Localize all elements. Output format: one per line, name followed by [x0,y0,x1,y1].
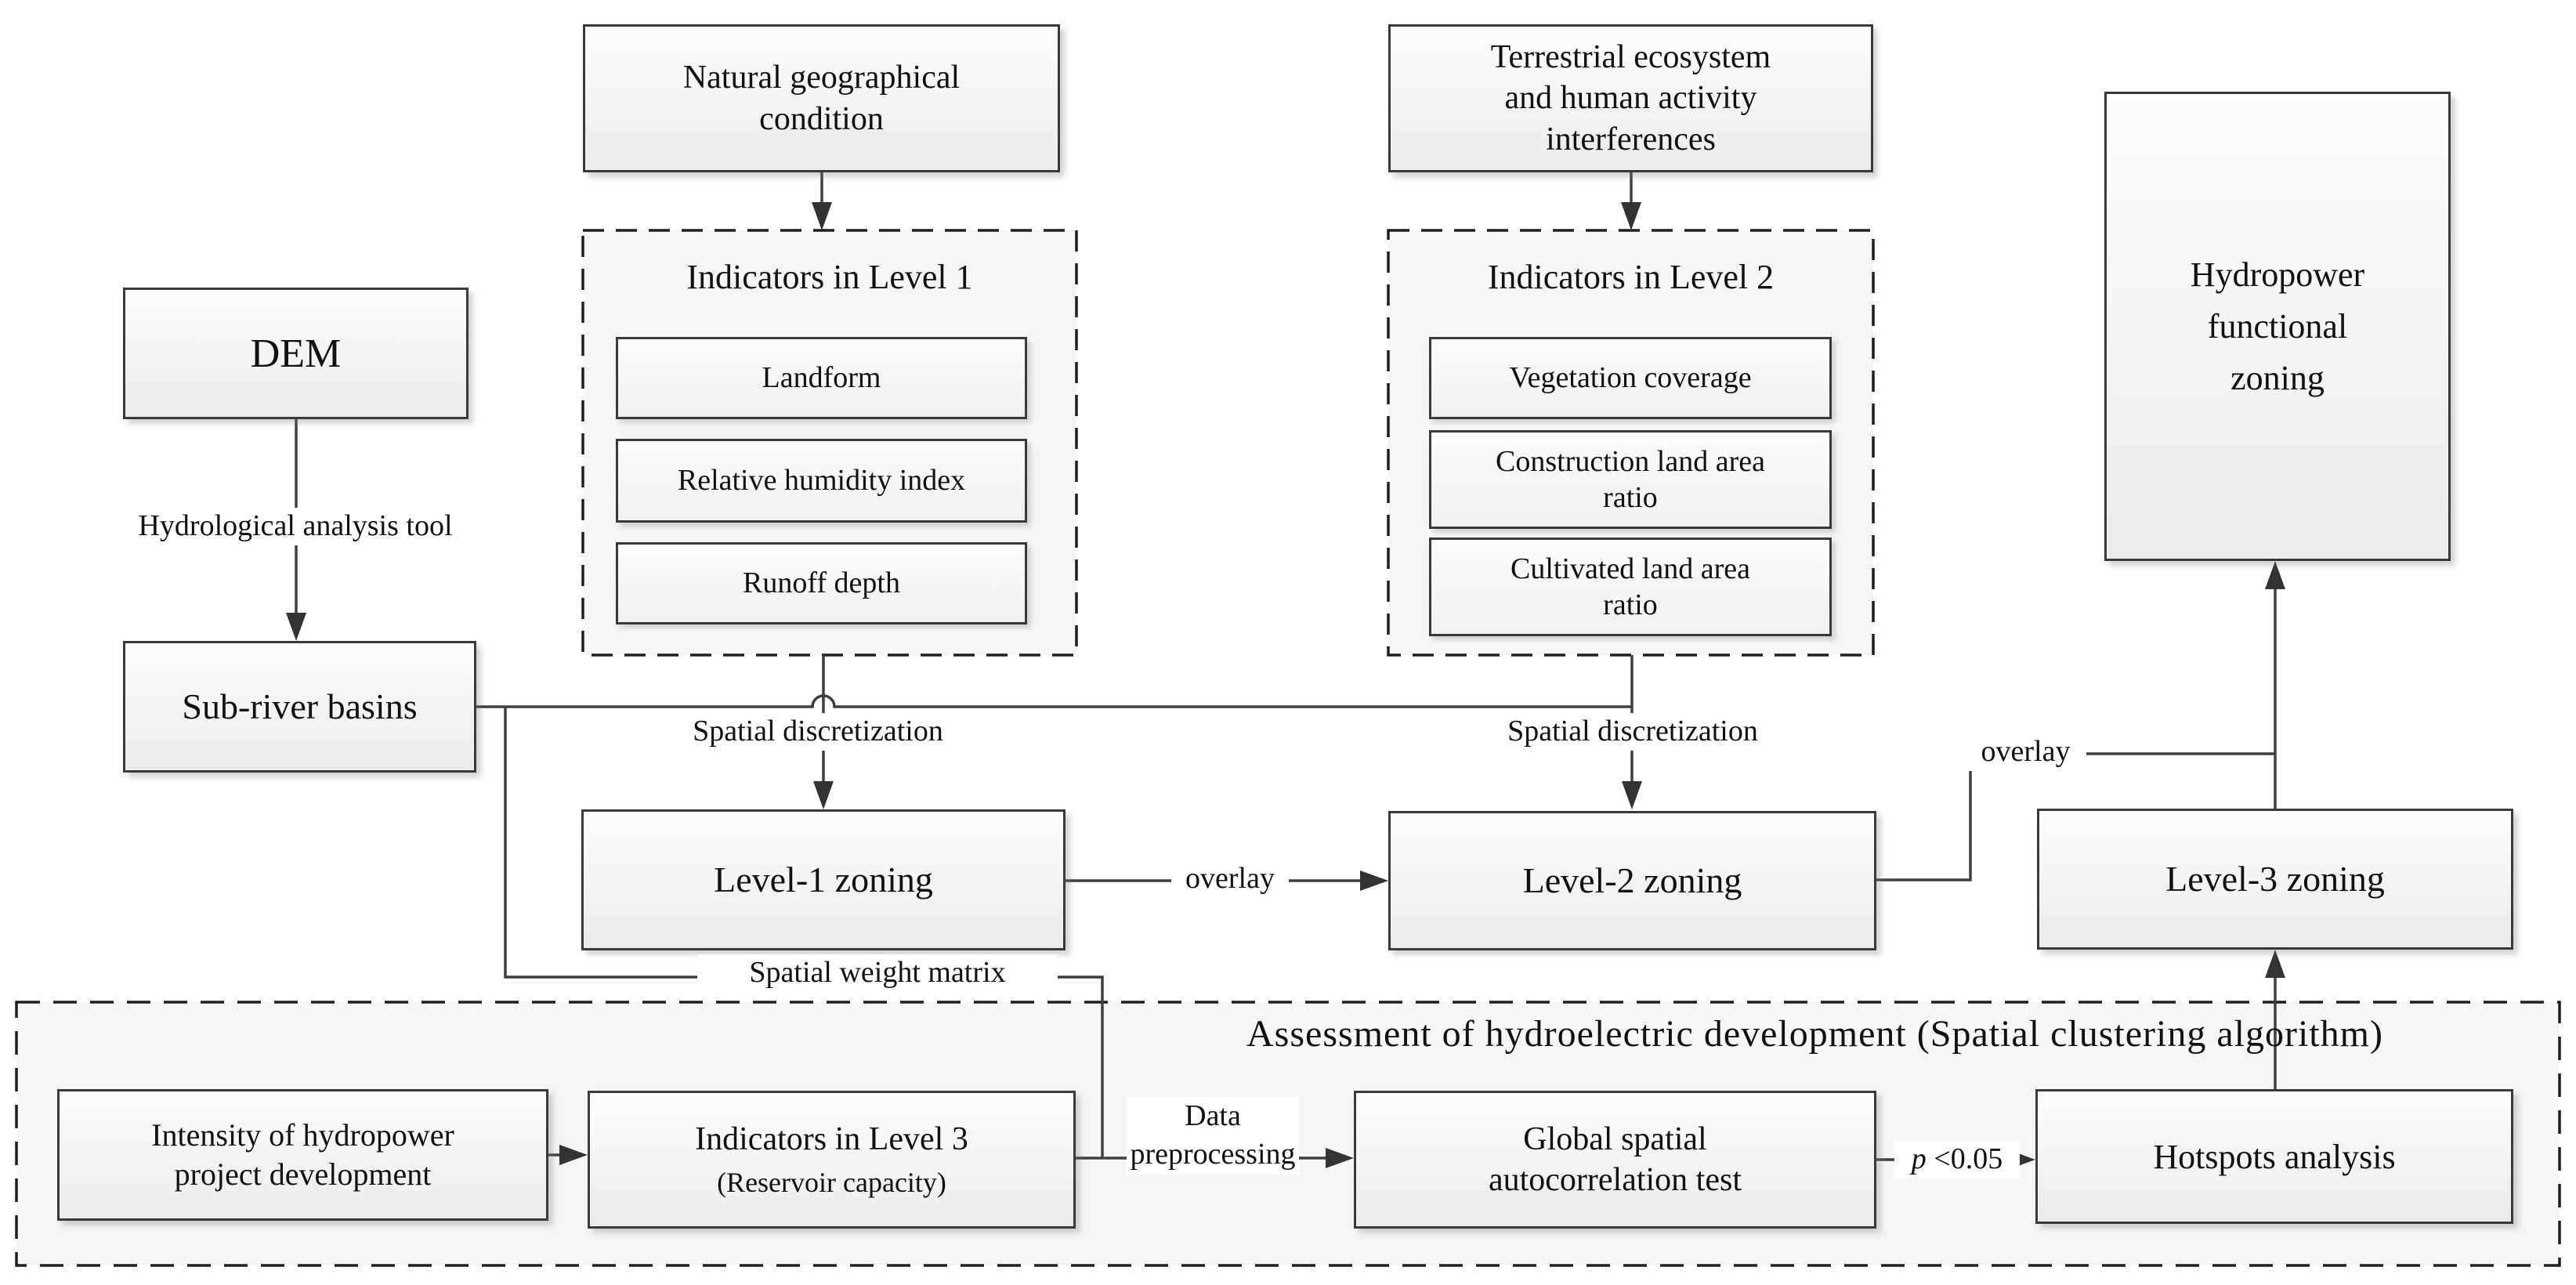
indicator-label: Landform [762,361,881,395]
node-label: Sub-river basins [182,686,418,727]
arrowhead-down-level2 [1621,202,1641,230]
edge-label-p-value: p <0.05 [1894,1141,2020,1178]
edge-label-overlay-2: overlay [1965,733,2086,771]
node-label: Level-1 zoning [714,860,933,900]
indicator-label: ratio [1603,588,1658,621]
node-label: Level-2 zoning [1522,860,1742,901]
node-label: Indicators in Level 3 [695,1121,968,1158]
indicator-label: Vegetation coverage [1509,361,1752,395]
edge-label-spatial-weight-matrix: Spatial weight matrix [697,954,1058,992]
node-label: Natural geographical [682,60,961,96]
edge-subriver-spatial-discretization [469,694,1632,708]
indicator-landform: Landform [616,337,1027,419]
node-global-spatial-autocorrelation-test: Global spatial autocorrelation test [1354,1091,1876,1229]
node-label: autocorrelation test [1488,1162,1742,1198]
node-label: Hotspots analysis [2153,1137,2396,1176]
edge-label-spatial-discretization-2: Spatial discretization [1462,713,1804,751]
node-hotspots-analysis: Hotspots analysis [2035,1089,2513,1224]
arrowhead-down-zoning2 [1622,781,1642,809]
indicator-label: Cultivated land area [1511,552,1750,585]
edge-label-hydrological-analysis-tool: Hydrological analysis tool [76,508,515,545]
node-level3-indicators: Indicators in Level 3 (Reservoir capacit… [588,1091,1076,1229]
assessment-section-header: Assessment of hydroelectric development … [1246,1013,2383,1055]
node-label: Global spatial [1523,1120,1707,1157]
indicator-label: Relative humidity index [677,464,966,498]
node-label: Intensity of hydropower [151,1117,454,1153]
node-hydropower-functional-zoning: Hydropower functional zoning [2104,92,2451,561]
node-dem: DEM [123,288,469,419]
node-level1-zoning: Level-1 zoning [581,809,1065,950]
arrowhead-right-global [1326,1148,1354,1168]
node-label: DEM [250,331,342,376]
indicator-label: Construction land area [1495,444,1765,478]
p-symbol: p [1911,1142,1927,1175]
node-label: interferences [1546,121,1716,157]
node-label: and human activity [1504,80,1757,117]
indicator-vegetation-coverage: Vegetation coverage [1429,337,1832,419]
edge-label-overlay-1: overlay [1171,860,1289,898]
indicators-level2-title: Indicators in Level 2 [1487,258,1775,296]
indicator-cultivated-land-area-ratio: Cultivated land area ratio [1429,538,1832,636]
node-label: condition [759,100,884,137]
node-terrestrial-ecosystem: Terrestrial ecosystem and human activity… [1388,24,1873,172]
indicator-runoff-depth: Runoff depth [616,542,1027,624]
arrowhead-down-zoning1 [813,781,834,809]
node-natural-geographical-condition: Natural geographical condition [583,24,1060,172]
node-sublabel: (Reservoir capacity) [717,1166,946,1198]
node-sub-river-basins: Sub-river basins [123,641,476,773]
indicator-label: Runoff depth [743,566,900,600]
node-label: functional [2207,306,2348,346]
arrowhead-right-level3indicators [559,1145,588,1165]
indicators-level1-title: Indicators in Level 1 [686,258,973,296]
arrowhead-down-subriver [286,613,306,641]
arrowhead-up-hfz [2265,561,2285,589]
arrowhead-down-level1 [812,202,832,230]
node-level3-zoning: Level-3 zoning [2037,809,2513,950]
edge-label-spatial-discretization-1: Spatial discretization [647,713,989,751]
edge-label-data-preprocessing: Data preprocessing [1127,1097,1299,1175]
node-label: project development [174,1156,432,1192]
edge-zoning2-overlay-zoning3 [1876,752,2275,881]
arrowhead-up-zoning3 [2265,950,2285,978]
indicator-construction-land-area-ratio: Construction land area ratio [1429,430,1832,529]
indicator-label: ratio [1603,481,1658,514]
node-level2-zoning: Level-2 zoning [1388,811,1876,950]
node-label: Level-3 zoning [2165,859,2385,900]
node-intensity-hydropower-development: Intensity of hydropower project developm… [57,1089,548,1221]
indicator-relative-humidity-index: Relative humidity index [616,439,1027,523]
node-label: zoning [2230,358,2325,397]
node-label: Terrestrial ecosystem [1490,38,1771,75]
node-label: Hydropower [2190,255,2365,294]
p-condition: <0.05 [1926,1142,2003,1175]
arrowhead-right-zoning2 [1360,871,1388,891]
